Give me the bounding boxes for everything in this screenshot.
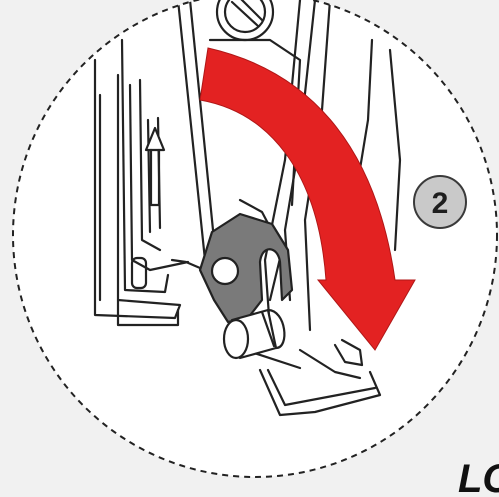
step-badge: 2 <box>414 176 466 228</box>
corner-heading-text: LO <box>458 457 499 497</box>
step-number: 2 <box>432 187 449 220</box>
